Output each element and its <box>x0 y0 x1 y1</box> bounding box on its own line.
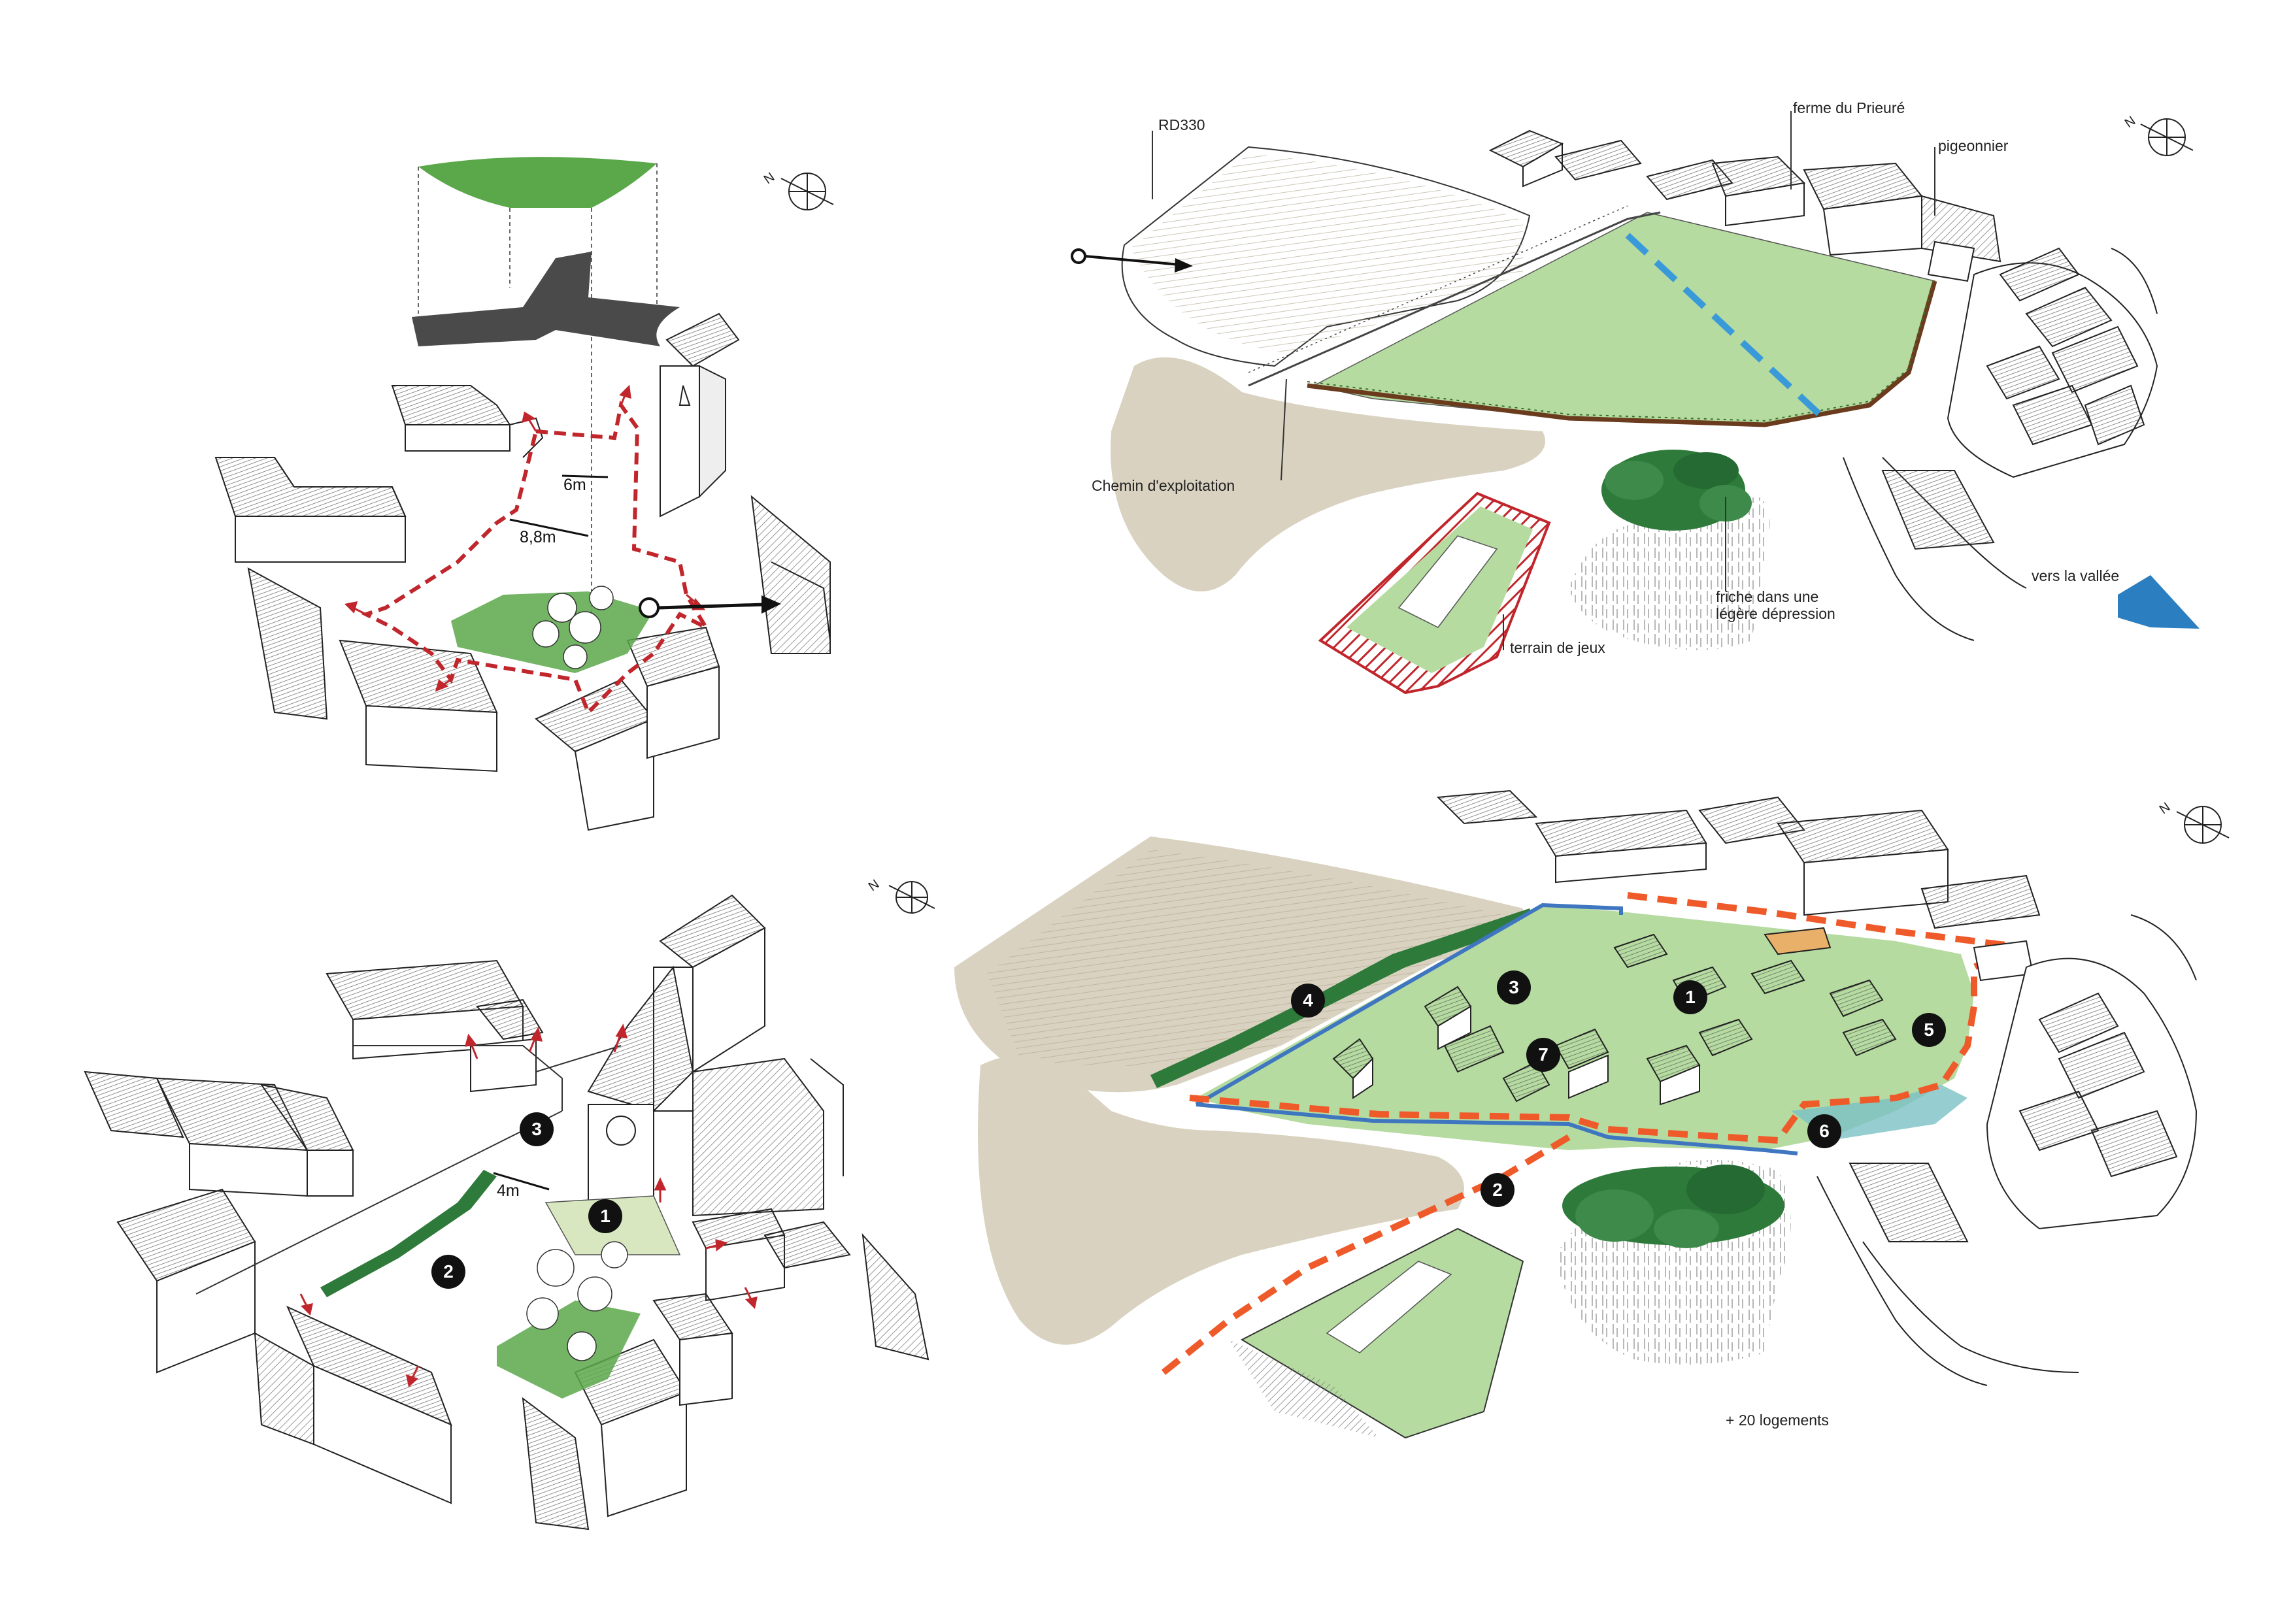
badge-5-bottom-right: 5 <box>1912 1013 1946 1047</box>
logements-label: + 20 logements <box>1726 1412 1829 1429</box>
dimension-line-4m <box>493 1172 550 1191</box>
terrain-de-jeux-label: terrain de jeux <box>1510 639 1605 656</box>
panel-bottom-left <box>84 881 935 1531</box>
friche-label: friche dans une légère dépression <box>1716 588 1835 623</box>
dimension-6m-label: 6m <box>563 476 586 494</box>
compass-north-icon <box>888 881 935 914</box>
plaza-footprint-shadow <box>412 252 680 346</box>
arrow-blue-icon <box>2118 575 2200 629</box>
badge-4-bottom-right: 4 <box>1291 984 1325 1018</box>
playground-plot <box>1318 491 1551 695</box>
compass-north-icon <box>2176 806 2230 844</box>
badge-7-bottom-right: 7 <box>1526 1038 1560 1072</box>
trees-top-left <box>532 586 614 669</box>
village-right-bottom <box>1436 789 2198 1386</box>
compass-north-icon <box>2140 118 2194 156</box>
lower-field <box>1111 357 1545 591</box>
green-canopy-plane <box>418 157 657 208</box>
new-houses <box>1332 927 1897 1106</box>
badge-6-bottom-right: 6 <box>1807 1114 1841 1148</box>
playground-bottom <box>1229 1227 1524 1439</box>
orange-dashed-road <box>1161 1134 1571 1375</box>
tree-belt-4 <box>1150 908 1536 1088</box>
badge-2-bottom-right: 2 <box>1481 1173 1515 1207</box>
friche-trees <box>1569 450 1770 650</box>
orange-dashed-boundary <box>1189 944 2028 1144</box>
trees-bottom-left <box>526 1241 628 1361</box>
projection-lines <box>418 163 658 640</box>
arrow-right-icon <box>1071 248 1193 273</box>
blue-boundary <box>1195 903 1623 1106</box>
lower-field-bottom <box>978 1055 1464 1345</box>
dimension-88m-label: 8,8m <box>520 528 556 546</box>
panel-top-right <box>1071 111 2200 695</box>
badge-1-bottom-right: 1 <box>1673 980 1707 1014</box>
ferme-label: ferme du Prieuré <box>1793 99 1905 116</box>
friche-trees-bottom <box>1556 1160 1791 1365</box>
badge-3-bottom-right: 3 <box>1497 970 1531 1004</box>
badge-2-bottom-left: 2 <box>431 1255 465 1289</box>
green-hedge-strip <box>320 1170 497 1297</box>
panel-top-left <box>214 157 834 831</box>
houses-top-left <box>214 312 831 831</box>
leader-lines-top-right <box>1152 111 1935 650</box>
badge-3-bottom-left: 3 <box>520 1112 554 1146</box>
vers-la-vallee-label: vers la vallée <box>2032 567 2120 584</box>
dimension-lines-top-left <box>509 474 609 537</box>
blue-dashed-axis <box>1625 233 1826 421</box>
red-access-arrows-bottom <box>299 1023 758 1387</box>
houses-bottom-left <box>84 894 929 1531</box>
village-right-top <box>1843 247 2158 641</box>
arrow-right-icon <box>639 595 781 618</box>
panel-bottom-right <box>954 789 2230 1439</box>
compass-north-icon <box>780 173 834 210</box>
farm-buildings <box>1488 129 2001 282</box>
badge-1-bottom-left: 1 <box>588 1199 622 1233</box>
red-dashed-boundary-top-left <box>361 400 711 716</box>
pigeonnier-label: pigeonnier <box>1938 137 2009 154</box>
chemin-label: Chemin d'exploitation <box>1092 477 1235 494</box>
rd330-label: RD330 <box>1158 116 1205 133</box>
dimension-4m-label: 4m <box>497 1182 520 1200</box>
